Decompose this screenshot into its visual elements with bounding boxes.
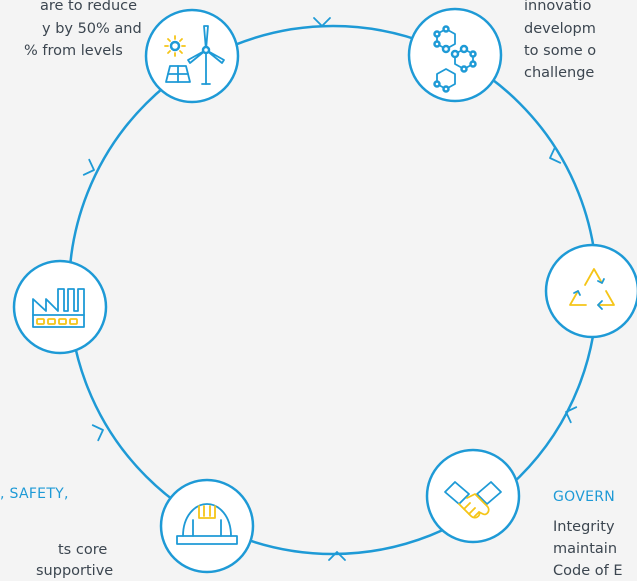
arrow-chevron-upper-left: [82, 158, 95, 176]
bottom-right-text-line: Code of E: [553, 563, 623, 579]
arrow-chevron-top: [313, 17, 331, 27]
arrow-chevron-lower-right: [565, 406, 578, 424]
bottom-right-text-line: maintain: [553, 541, 618, 557]
innovation-node: [407, 7, 503, 103]
top-right-text-line: developm: [524, 21, 596, 37]
top-right-text-line: challenge: [524, 65, 595, 81]
top-left-text-line: are to reduce: [40, 0, 138, 14]
top-left-text-line: % from levels: [24, 43, 123, 59]
governance-heading: GOVERN: [553, 489, 616, 505]
handshake-icon: [444, 481, 502, 519]
factory-icon: [32, 288, 85, 328]
hard-hat-icon: [176, 503, 238, 545]
cycle-ring: [67, 24, 599, 556]
molecule-icon: [433, 25, 477, 93]
arrow-chevron-lower-left: [91, 424, 104, 442]
top-right-text-line: innovatio: [524, 0, 592, 14]
safety-heading: , SAFETY,: [0, 486, 69, 502]
bottom-left-text-line: supportive: [36, 563, 114, 579]
arrow-chevron-bottom: [328, 551, 346, 561]
safety-node: [159, 478, 255, 574]
renewable-energy-node: [144, 8, 240, 104]
industry-node: [12, 259, 108, 355]
bottom-right-text-line: Integrity: [553, 519, 615, 535]
solar-wind-icon: [164, 25, 225, 85]
top-left-text-line: y by 50% and: [42, 21, 142, 37]
bottom-left-text-line: ts core: [58, 542, 108, 558]
top-right-text-line: to some o: [524, 43, 597, 59]
arrow-chevron-upper-right: [549, 146, 562, 164]
recycle-icon: [569, 268, 615, 310]
recycling-node: [544, 243, 637, 339]
governance-node: [425, 448, 521, 544]
